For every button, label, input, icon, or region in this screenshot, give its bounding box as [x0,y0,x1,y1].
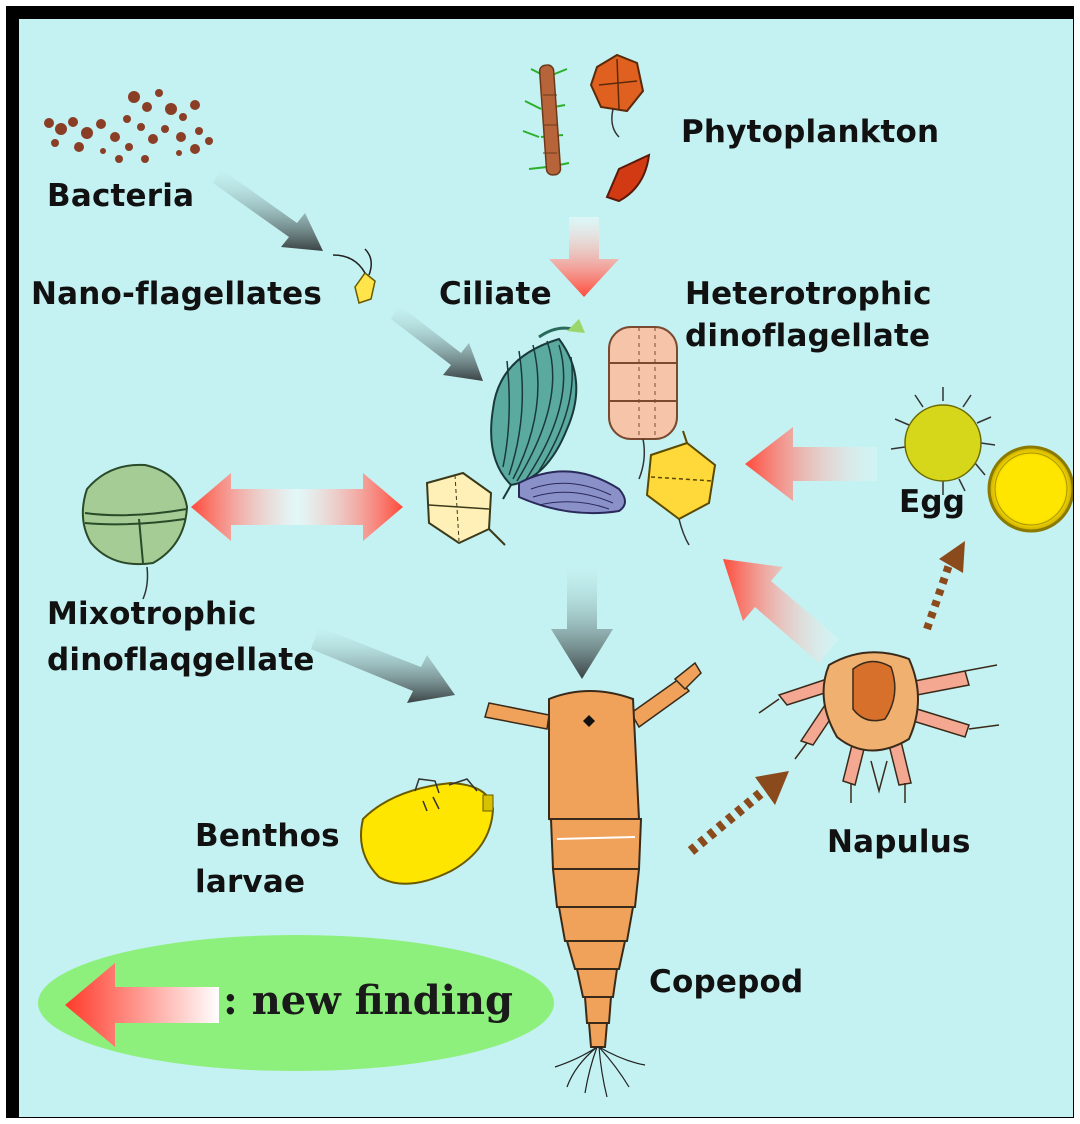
label-copepod: Copepod [649,965,803,999]
label-napulus: Napulus [827,825,971,859]
legend-text: : new finding [223,977,513,1024]
egg-large-icon [989,447,1073,531]
label-mixotrophic-line2: dinoflaqgellate [47,643,315,677]
diagram-frame: Bacteria Phytoplankton Nano-flagellates … [6,6,1074,1118]
label-bacteria: Bacteria [47,179,194,213]
label-benthos-line2: larvae [195,865,305,899]
label-mixotrophic-line1: Mixotrophic [47,597,257,631]
label-benthos-line1: Benthos [195,819,340,853]
food-web-diagram: Bacteria Phytoplankton Nano-flagellates … [19,19,1073,1117]
label-nano-flagellates: Nano-flagellates [31,277,322,311]
label-phytoplankton: Phytoplankton [681,115,939,149]
label-egg: Egg [899,485,965,519]
label-heterotrophic-line2: dinoflagellate [685,319,930,353]
label-heterotrophic-line1: Heterotrophic [685,277,932,311]
label-ciliate: Ciliate [439,277,552,311]
